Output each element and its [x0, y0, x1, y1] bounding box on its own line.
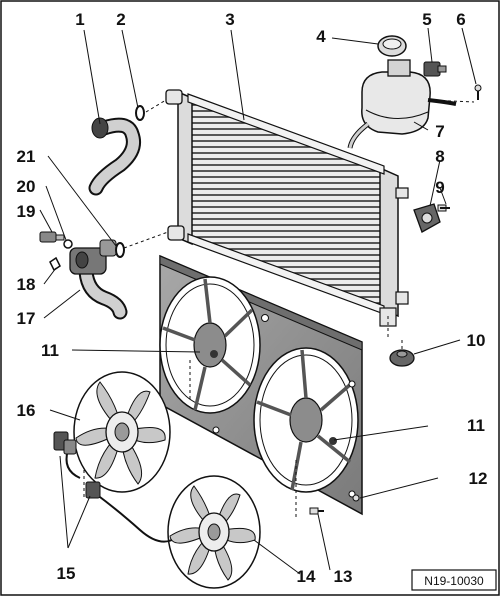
callout-10: 10: [467, 331, 486, 350]
leader-lines: [39, 27, 477, 575]
callout-6: 6: [456, 10, 465, 29]
bolt-12: [352, 494, 360, 502]
lower-hose: [69, 239, 128, 320]
callout-14: 14: [297, 567, 316, 586]
hose-clamp-lower: [115, 242, 125, 258]
callout-18: 18: [17, 275, 36, 294]
callout-11-left: 11: [41, 341, 59, 360]
figure-code-box: N19-10030: [411, 569, 497, 591]
callout-15: 15: [57, 564, 76, 583]
callout-19: 19: [17, 202, 36, 221]
fan-wiring: [53, 431, 173, 543]
bolt-13: [309, 507, 324, 515]
temperature-sensor: [39, 231, 65, 243]
fan-shroud: [159, 254, 363, 516]
callout-9: 9: [435, 178, 444, 197]
alignment-lines: [83, 99, 475, 520]
callout-17: 17: [17, 309, 36, 328]
callout-3: 3: [225, 10, 234, 29]
callout-1: 1: [75, 10, 84, 29]
fan-large: [73, 371, 171, 493]
upper-hose: [88, 117, 141, 196]
retaining-clip: [49, 256, 61, 272]
hose-clamp-upper: [135, 105, 145, 121]
callout-4: 4: [316, 27, 326, 46]
callout-11-right: 11: [467, 416, 485, 435]
o-ring: [63, 239, 73, 249]
tank-cap: [377, 35, 407, 57]
callout-12: 12: [469, 469, 488, 488]
callout-labels: 1 2 3 4 5 6 7 8 9 10 11 11 12 13 14 15 1…: [17, 10, 488, 586]
callout-16: 16: [17, 401, 36, 420]
callout-7: 7: [435, 122, 444, 141]
callout-21: 21: [17, 147, 36, 166]
mounting-bracket: [413, 203, 441, 233]
callout-8: 8: [435, 147, 444, 166]
callout-13: 13: [334, 567, 353, 586]
radiator: [165, 89, 409, 327]
figure-code: N19-10030: [424, 574, 484, 588]
fan-small: [167, 475, 261, 589]
callout-5: 5: [422, 10, 431, 29]
rubber-mount: [389, 349, 415, 367]
callout-20: 20: [17, 177, 36, 196]
bolt-9: [437, 204, 450, 212]
level-sender: [423, 61, 447, 77]
callout-2: 2: [116, 10, 125, 29]
screw-6: [474, 84, 482, 100]
